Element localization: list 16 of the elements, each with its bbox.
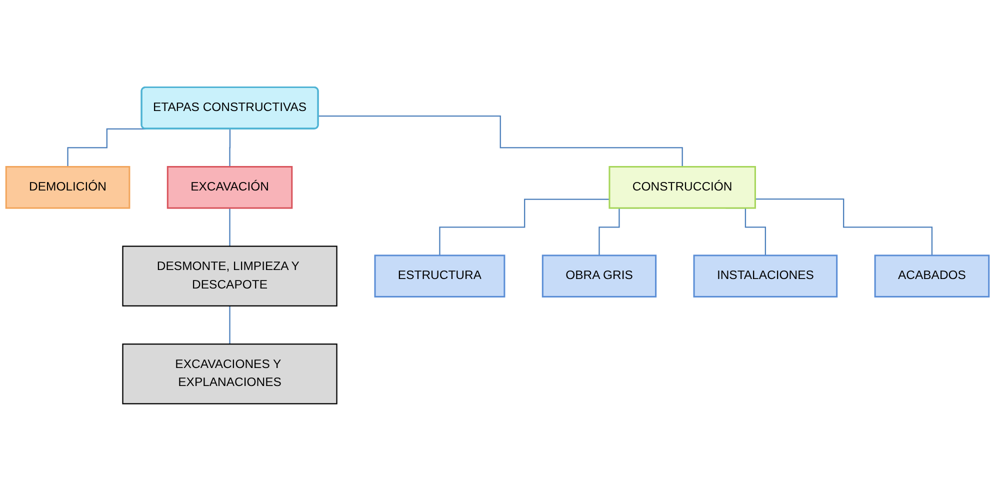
node-box: INSTALACIONES bbox=[693, 254, 838, 298]
node-box: CONSTRUCCIÓN bbox=[608, 166, 756, 209]
connector bbox=[439, 198, 610, 256]
node-box: EXCAVACIÓN bbox=[166, 166, 293, 209]
node-box: OBRA GRIS bbox=[542, 254, 657, 298]
connector bbox=[67, 128, 146, 168]
node-box: EXCAVACIONES Y EXPLANACIONES bbox=[122, 344, 338, 404]
connector bbox=[229, 207, 230, 247]
connector bbox=[229, 128, 231, 168]
node-box: ESTRUCTURA bbox=[374, 254, 506, 298]
connector bbox=[755, 198, 933, 256]
connector bbox=[229, 305, 230, 345]
node-box: DESMONTE, LIMPIEZA Y DESCAPOTE bbox=[122, 246, 338, 306]
node-box: DEMOLICIÓN bbox=[5, 166, 130, 209]
connector bbox=[318, 115, 683, 168]
node-box: ACABADOS bbox=[874, 254, 990, 298]
